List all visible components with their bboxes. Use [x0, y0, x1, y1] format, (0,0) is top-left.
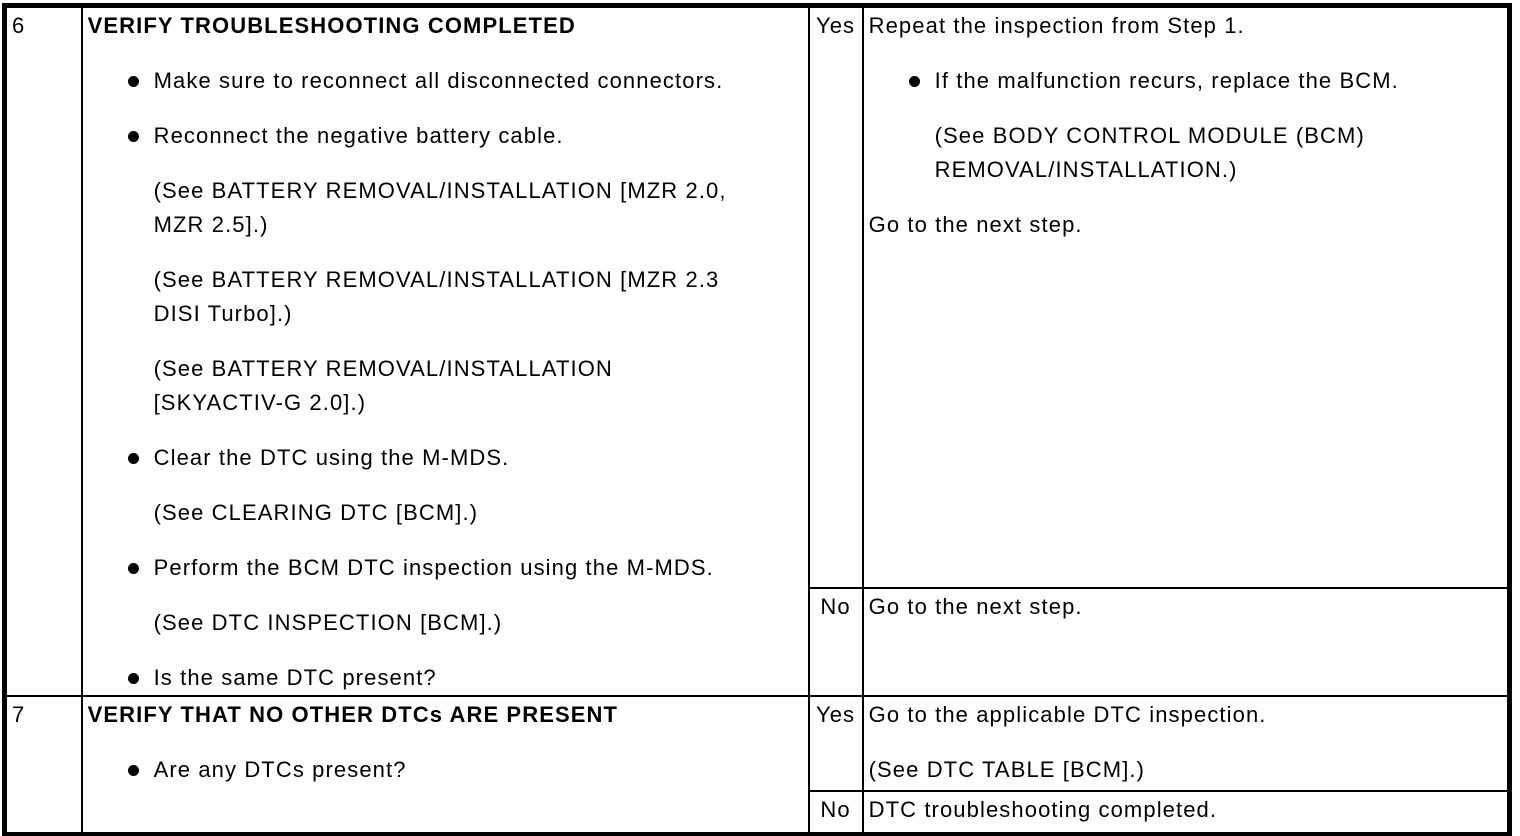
question-text: Are any DTCs present? — [153, 757, 407, 782]
question-text: Is the same DTC present? — [153, 665, 437, 690]
step-number-cell: 7 — [3, 695, 83, 836]
result-item-text: If the malfunction recurs, replace the B… — [934, 68, 1399, 93]
bullet-icon — [128, 441, 154, 475]
no-cell: No — [807, 587, 864, 697]
action-cell: VERIFY TROUBLESHOOTING COMPLETED Make su… — [80, 4, 810, 697]
action-heading: VERIFY TROUBLESHOOTING COMPLETED — [87, 13, 576, 38]
action-question-item: Is the same DTC present? — [88, 661, 803, 694]
yes-cell: Yes — [807, 695, 864, 792]
action-bullet-item: Perform the BCM DTC inspection using the… — [88, 551, 803, 585]
step-number: 6 — [12, 13, 26, 38]
bullet-icon — [128, 64, 154, 98]
no-label: No — [820, 797, 851, 822]
action-question-item: Are any DTCs present? — [88, 753, 803, 787]
step-number-cell: 6 — [3, 4, 83, 697]
result-text: Go to the next step. — [868, 594, 1083, 620]
table-row-step7-no: No DTC troubleshooting completed. — [5, 790, 1511, 836]
result-text: Repeat the inspection from Step 1. — [868, 13, 1245, 38]
action-item-text: Make sure to reconnect all disconnected … — [153, 68, 724, 93]
see-reference: (See CLEARING DTC [BCM].) — [153, 500, 479, 525]
table-row-step7: 7 VERIFY THAT NO OTHER DTCs ARE PRESENT … — [3, 695, 1511, 836]
action-bullet-item: Make sure to reconnect all disconnected … — [88, 64, 803, 98]
see-reference: (See DTC INSPECTION [BCM].) — [153, 610, 503, 635]
bullet-icon — [909, 64, 935, 98]
troubleshooting-table: 6 VERIFY TROUBLESHOOTING COMPLETED Make … — [2, 3, 1512, 836]
see-reference: (See BATTERY REMOVAL/INSTALLATION [SKYAC… — [153, 356, 613, 415]
result-text: DTC troubleshooting completed. — [868, 797, 1218, 822]
action-bullet-item: Clear the DTC using the M-MDS. — [88, 441, 803, 475]
action-item-text: Reconnect the negative battery cable. — [153, 123, 564, 148]
no-cell: No — [807, 790, 864, 836]
bullet-icon — [128, 661, 154, 694]
result-bullet-item: If the malfunction recurs, replace the B… — [869, 64, 1502, 98]
result-cell-no: Go to the next step. — [861, 587, 1511, 697]
result-cell-yes: Go to the applicable DTC inspection. (Se… — [861, 695, 1511, 792]
table-row-step6-no: No Go to the next step. — [5, 587, 1511, 697]
result-cell-yes: Repeat the inspection from Step 1. If th… — [861, 4, 1511, 590]
bullet-icon — [128, 551, 154, 585]
result-text: Go to the next step. — [868, 212, 1083, 237]
action-item-text: Clear the DTC using the M-MDS. — [153, 445, 510, 470]
action-cell: VERIFY THAT NO OTHER DTCs ARE PRESENT Ar… — [80, 695, 810, 836]
result-cell-no: DTC troubleshooting completed. — [861, 790, 1511, 836]
yes-label: Yes — [815, 702, 856, 727]
see-reference: (See BATTERY REMOVAL/INSTALLATION [MZR 2… — [153, 267, 720, 326]
bullet-icon — [128, 753, 154, 787]
step-number: 7 — [12, 702, 26, 727]
yes-cell: Yes — [807, 4, 864, 590]
yes-label: Yes — [815, 13, 856, 38]
action-item-text: Perform the BCM DTC inspection using the… — [153, 555, 714, 580]
no-label: No — [820, 594, 851, 620]
bullet-icon — [128, 119, 154, 153]
action-heading: VERIFY THAT NO OTHER DTCs ARE PRESENT — [87, 702, 619, 727]
see-reference: (See BODY CONTROL MODULE (BCM) REMOVAL/I… — [934, 123, 1365, 182]
see-reference: (See BATTERY REMOVAL/INSTALLATION [MZR 2… — [153, 178, 727, 237]
action-bullet-item: Reconnect the negative battery cable. — [88, 119, 803, 153]
result-text: Go to the applicable DTC inspection. — [868, 702, 1267, 727]
see-reference: (See DTC TABLE [BCM].) — [868, 757, 1146, 782]
table-row-step6: 6 VERIFY TROUBLESHOOTING COMPLETED Make … — [3, 4, 1511, 697]
